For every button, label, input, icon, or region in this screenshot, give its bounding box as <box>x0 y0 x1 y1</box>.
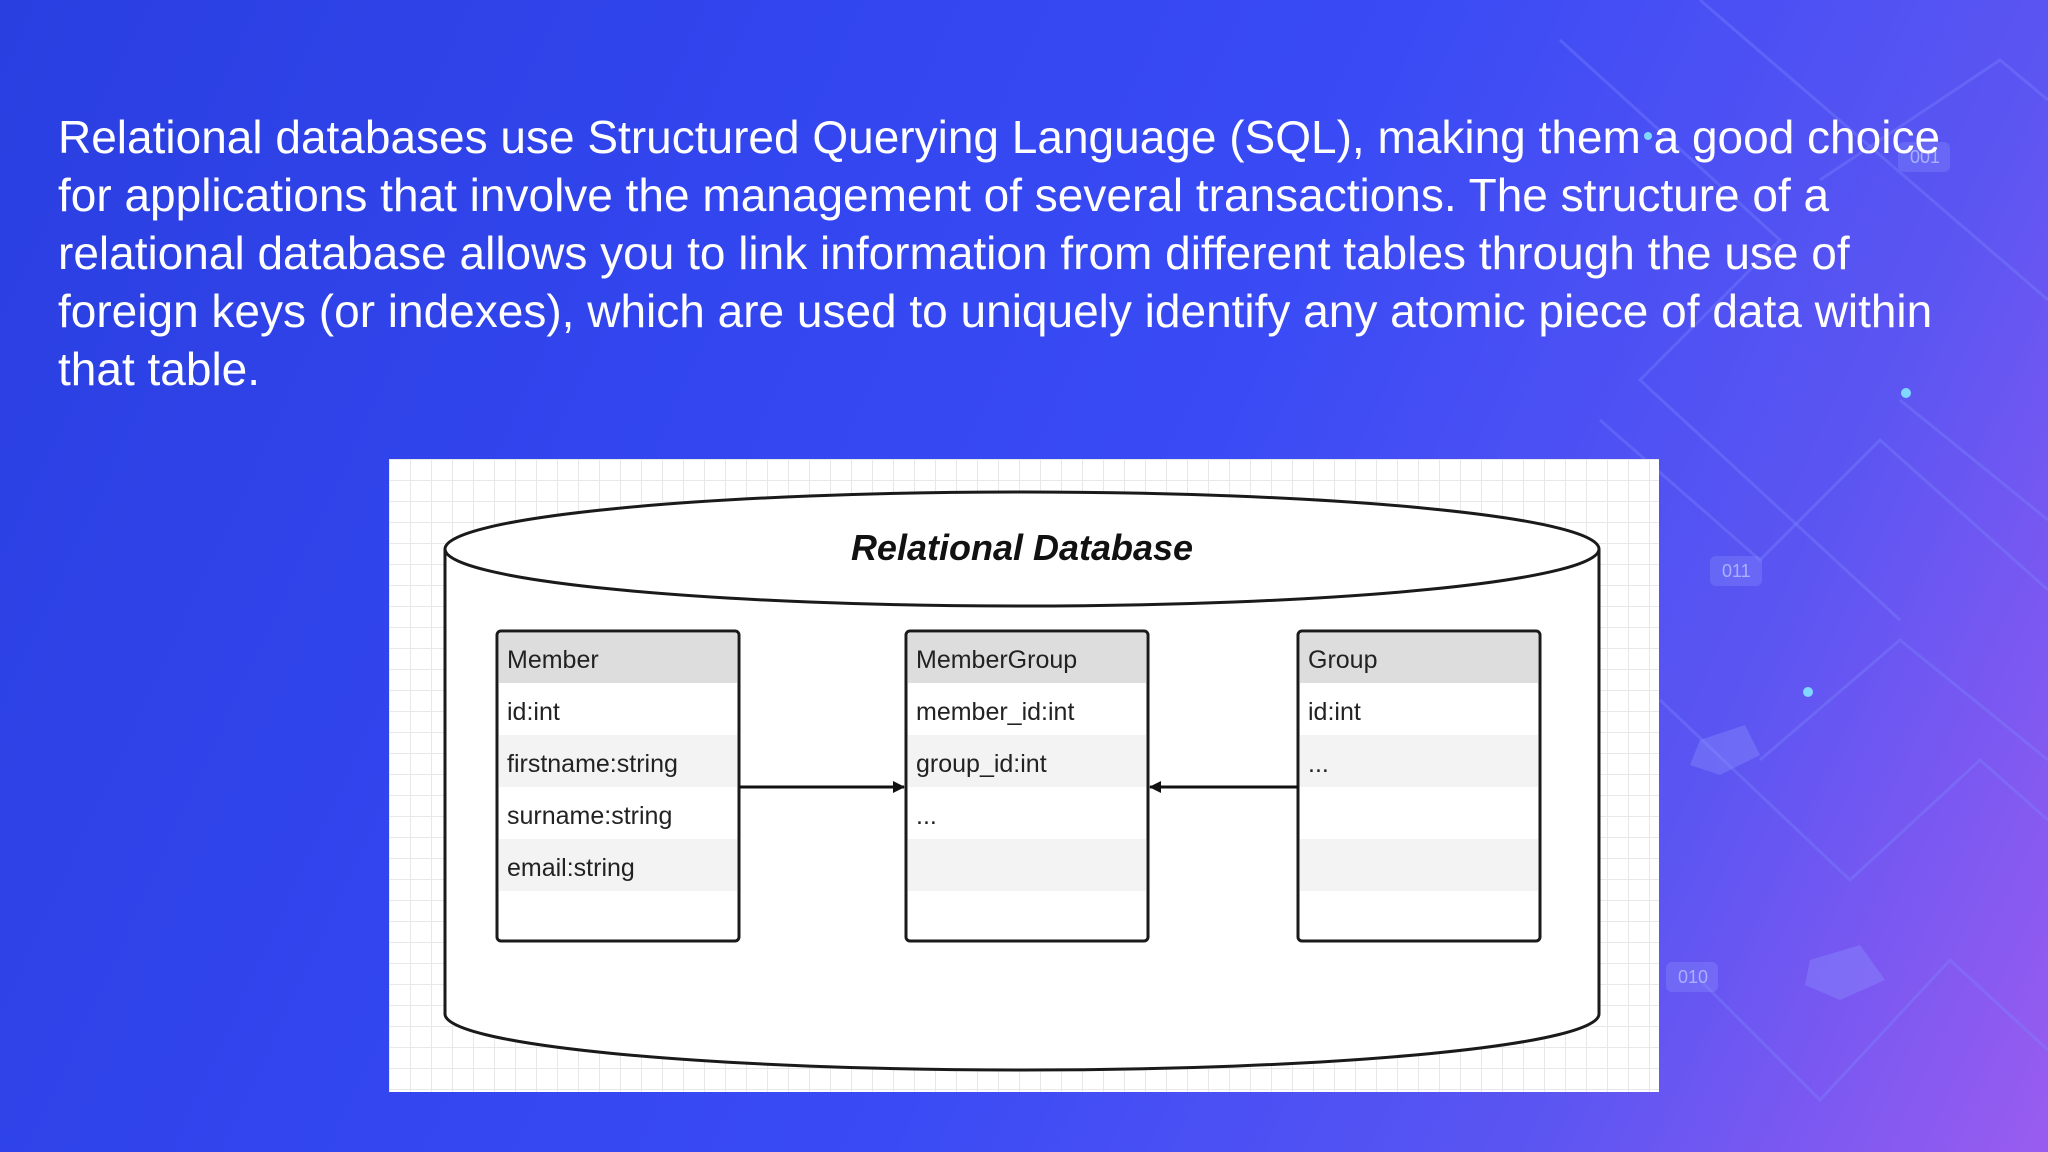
table-row: surname:string <box>507 802 672 830</box>
table-row: id:int <box>1308 698 1361 726</box>
diagram-title: Relational Database <box>851 527 1193 568</box>
table-row: ... <box>1308 750 1329 778</box>
cylinder-top <box>443 490 1601 608</box>
table-header: MemberGroup <box>916 646 1077 674</box>
table-header: Member <box>507 646 599 674</box>
table-member: Member id:int firstname:string surname:s… <box>495 629 741 943</box>
table-row: id:int <box>507 698 560 726</box>
table-header: Group <box>1308 646 1377 674</box>
table-row: group_id:int <box>916 750 1047 778</box>
table-row: firstname:string <box>507 750 678 778</box>
binary-label: 010 <box>1678 967 1708 987</box>
table-membergroup: MemberGroup member_id:int group_id:int .… <box>904 629 1150 943</box>
table-row: ... <box>916 802 937 830</box>
table-group: Group id:int ... <box>1296 629 1542 943</box>
table-row: member_id:int <box>916 698 1074 726</box>
table-row: email:string <box>507 854 635 882</box>
relational-database-diagram: Relational Database Member id:int firstn… <box>389 459 1659 1092</box>
slide-paragraph: Relational databases use Structured Quer… <box>58 111 1941 395</box>
binary-label: 011 <box>1722 561 1751 581</box>
diagram-canvas: Relational Database Member id:int firstn… <box>443 490 1601 1072</box>
glow-dot <box>1803 687 1813 697</box>
